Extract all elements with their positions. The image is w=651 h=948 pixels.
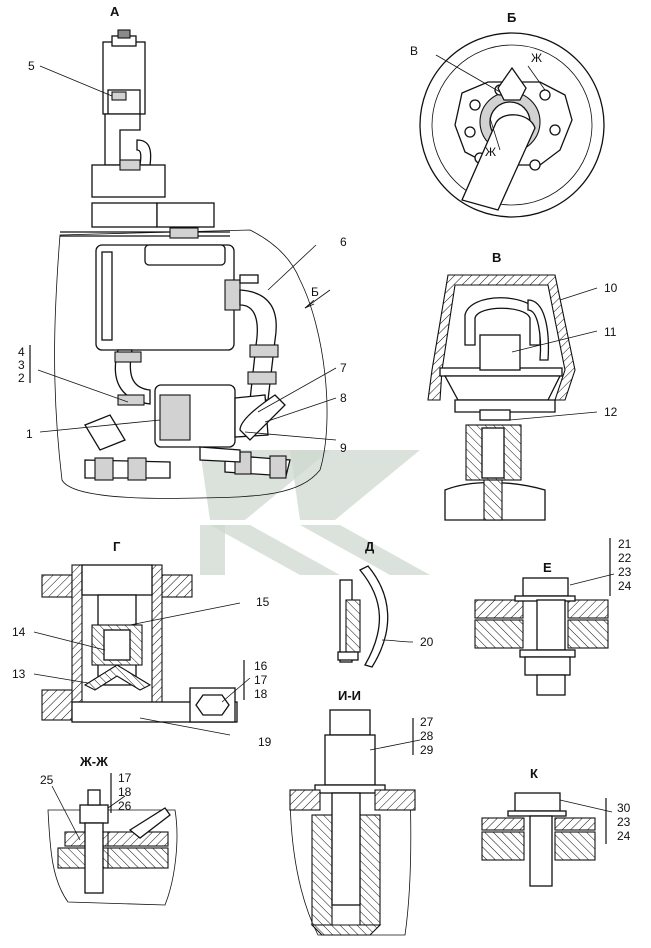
callout-e-22: 22 [618,551,632,565]
view-e-bolt [474,538,615,696]
view-title-zhzh: Ж-Ж [79,754,108,769]
view-title-a: А [110,4,120,19]
callout-i-29: 29 [420,743,434,757]
view-g-section [33,564,251,736]
view-title-k: К [530,766,538,781]
callout-2: 2 [18,371,25,385]
view-title-d: Д [365,539,375,554]
view-d-clip [337,565,414,668]
callout-1: 1 [26,427,33,441]
callout-17: 17 [254,673,268,687]
callout-18: 18 [254,687,268,701]
view-titles: А Б В Г Д Е Ж-Ж И-И К [79,4,552,781]
view-b-flange [419,32,605,218]
callout-7: 7 [340,361,347,375]
view-v-cap-section [427,274,598,521]
section-mark-zh-top: Ж [531,51,542,65]
callout-8: 8 [340,391,347,405]
callout-13: 13 [12,667,26,681]
view-title-b: Б [507,10,516,25]
callout-9: 9 [340,441,347,455]
callout-6: 6 [340,235,347,249]
callout-16: 16 [254,659,268,673]
view-a-assembly [29,29,337,499]
view-zhzh-section [47,773,178,906]
callout-4: 4 [18,345,25,359]
callout-numbers: 5 6 4 3 2 7 8 1 9 10 11 12 15 14 13 16 1… [12,59,632,843]
callout-zh-18: 18 [118,785,132,799]
callout-i-28: 28 [420,729,434,743]
callout-11: 11 [604,325,617,339]
view-title-ii: И-И [338,688,361,703]
pointer-mark-v: В [410,44,418,58]
view-k-bolt [481,792,613,887]
callout-zh-25: 25 [40,773,54,787]
view-ii-section [289,709,421,936]
callout-20: 20 [420,635,434,649]
arrow-mark-b: Б [311,285,319,299]
callout-19: 19 [258,735,272,749]
view-title-e: Е [543,560,552,575]
section-marks: Б В Ж Ж [311,44,542,299]
callout-e-23: 23 [618,565,632,579]
callout-5: 5 [28,59,35,73]
callout-k-23: 23 [617,815,631,829]
view-title-v: В [492,250,501,265]
watermark-emblem [200,450,430,575]
callout-12: 12 [604,405,618,419]
callout-k-24: 24 [617,829,631,843]
callout-10: 10 [604,281,618,295]
callout-e-21: 21 [618,537,632,551]
callout-3: 3 [18,358,25,372]
callout-i-27: 27 [420,715,434,729]
callout-14: 14 [12,625,26,639]
callout-15: 15 [256,595,270,609]
callout-k-30: 30 [617,801,631,815]
section-mark-zh-mid: Ж [485,145,496,159]
callout-e-24: 24 [618,579,632,593]
view-title-g: Г [113,539,121,554]
callout-zh-26: 26 [118,799,132,813]
callout-zh-17: 17 [118,771,132,785]
